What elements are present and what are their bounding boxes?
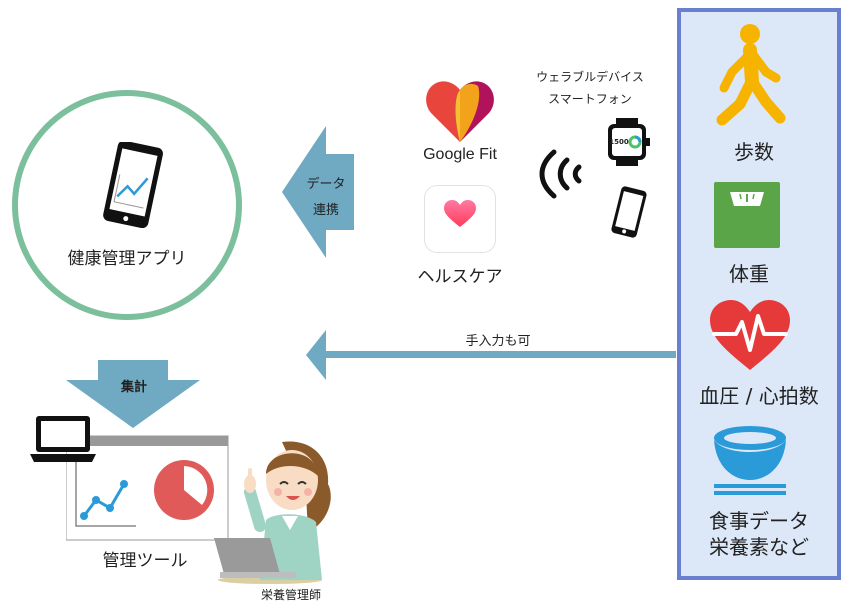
dietitian-label: 栄養管理師 — [260, 588, 321, 602]
data-sync-arrow — [282, 126, 354, 258]
wearable-label-line1: ウェラブルデバイス — [536, 70, 644, 84]
google-fit-label: Google Fit — [423, 146, 497, 163]
data-sync-line1: データ — [306, 177, 346, 192]
food-label-line2: 栄養素など — [709, 535, 809, 559]
steps-label: 歩数 — [734, 140, 774, 164]
laptop-icon — [30, 416, 96, 462]
dietitian-illustration — [214, 441, 331, 584]
health-app-label: 健康管理アプリ — [67, 249, 187, 269]
phone-chart-icon — [103, 142, 163, 228]
healthcare-label: ヘルスケア — [417, 267, 503, 287]
data-sync-line2: 連携 — [312, 203, 339, 218]
walker-icon — [716, 24, 786, 126]
scale-icon — [714, 182, 780, 248]
healthcare-heart-icon — [444, 200, 476, 227]
aggregate-label: 集計 — [120, 380, 147, 395]
wearable-label: ウェラブルデバイス スマートフォン — [520, 66, 660, 110]
smartphone-icon — [611, 186, 647, 238]
manual-input-label: 手入力も可 — [465, 334, 531, 349]
food-label-line1: 食事データ — [709, 509, 809, 533]
heartbeat-icon — [710, 300, 790, 370]
google-fit-icon — [426, 81, 494, 142]
wearable-label-line2: スマートフォン — [548, 92, 632, 106]
dashboard-icon — [66, 435, 229, 541]
food-data-label: 食事データ 栄養素など — [683, 508, 835, 560]
smartwatch-icon — [608, 118, 650, 166]
management-tool-label: 管理ツール — [102, 551, 188, 571]
watch-step-count: 1500 — [609, 138, 629, 146]
bowl-icon — [714, 426, 786, 495]
data-sync-label: データ 連携 — [302, 172, 350, 224]
manual-input-arrow — [306, 330, 676, 380]
blood-pressure-label: 血圧 / 心拍数 — [699, 384, 819, 408]
weight-label: 体重 — [729, 262, 769, 286]
aggregate-arrow — [66, 360, 200, 428]
wireless-signal-icon — [539, 149, 582, 199]
